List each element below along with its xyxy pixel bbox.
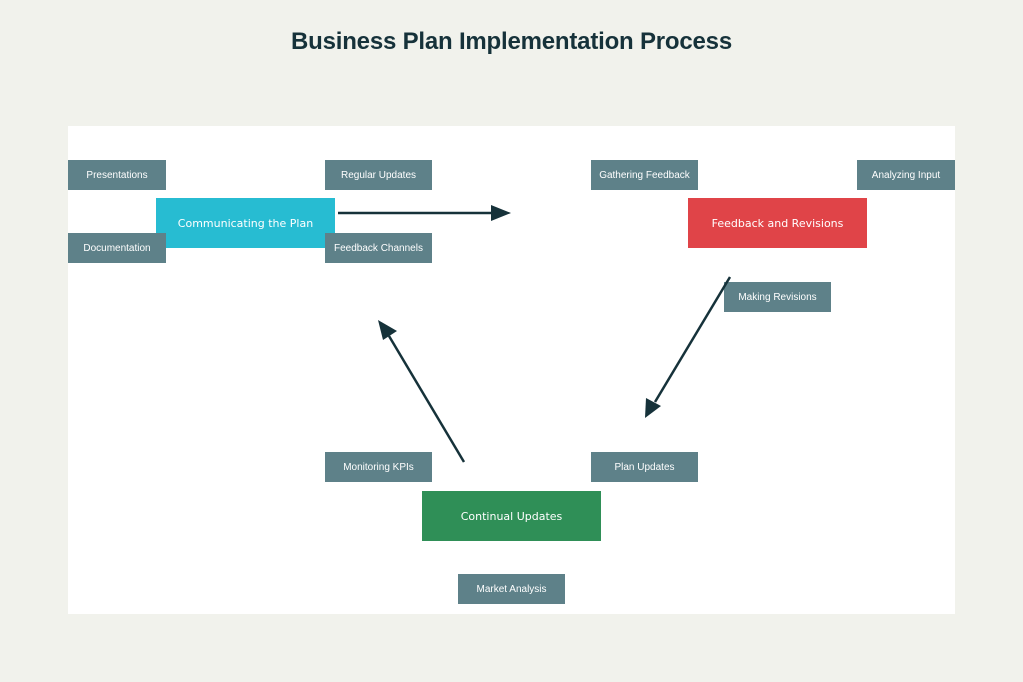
node-continual-updates[interactable]: Continual Updates <box>422 491 601 541</box>
node-feedback-channels[interactable]: Feedback Channels <box>325 233 432 263</box>
arrowhead-feedback-to-continual <box>645 398 661 418</box>
node-making-revisions[interactable]: Making Revisions <box>724 282 831 312</box>
node-monitoring-kpis[interactable]: Monitoring KPIs <box>325 452 432 482</box>
arrowhead-continual-to-communicating <box>378 320 397 340</box>
node-regular-updates[interactable]: Regular Updates <box>325 160 432 190</box>
node-gathering-feedback[interactable]: Gathering Feedback <box>591 160 698 190</box>
node-communicating-the-plan[interactable]: Communicating the Plan <box>156 198 335 248</box>
arrow-continual-to-communicating <box>387 335 466 463</box>
node-feedback-and-revisions[interactable]: Feedback and Revisions <box>688 198 867 248</box>
node-presentations[interactable]: Presentations <box>68 160 166 190</box>
arrow-feedback-to-continual <box>653 276 732 403</box>
diagram-title: Business Plan Implementation Process <box>291 28 732 55</box>
node-analyzing-input[interactable]: Analyzing Input <box>857 160 955 190</box>
node-plan-updates[interactable]: Plan Updates <box>591 452 698 482</box>
node-documentation[interactable]: Documentation <box>68 233 166 263</box>
arrowhead-communicating-to-feedback <box>491 205 511 221</box>
node-market-analysis[interactable]: Market Analysis <box>458 574 565 604</box>
